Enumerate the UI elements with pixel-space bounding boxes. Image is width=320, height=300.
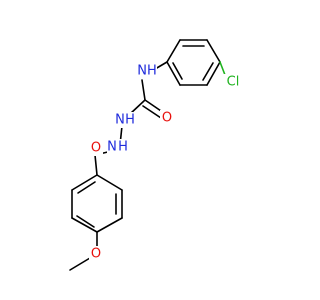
atom-n-low: N H xyxy=(107,139,135,155)
bond-nh-c xyxy=(141,79,146,101)
svg-text:O: O xyxy=(162,111,172,126)
atom-cl: Cl xyxy=(223,74,243,90)
molecule-structure: NH N H N H O O O Cl xyxy=(69,39,243,271)
svg-text:N: N xyxy=(115,113,125,128)
bond-o-methyl xyxy=(69,257,91,271)
atom-o-urea: O xyxy=(160,110,174,126)
svg-text:O: O xyxy=(91,141,101,156)
bond-c-nmid xyxy=(129,99,146,115)
bond-ring-cl xyxy=(219,61,226,76)
methoxyphenyl-ring xyxy=(71,174,123,233)
atom-o-ether: O xyxy=(89,246,103,262)
atom-nh-top: NH xyxy=(137,63,157,79)
chlorophenyl-ring xyxy=(166,39,221,86)
svg-text:O: O xyxy=(91,247,101,262)
atom-n-mid: N H xyxy=(115,112,135,128)
svg-text:H: H xyxy=(118,140,128,155)
svg-text:N: N xyxy=(107,140,117,155)
svg-text:H: H xyxy=(125,113,135,128)
atom-o-amide: O xyxy=(89,140,103,156)
svg-text:Cl: Cl xyxy=(227,75,240,90)
svg-text:NH: NH xyxy=(137,64,157,79)
bond-c-ring2 xyxy=(94,154,98,176)
